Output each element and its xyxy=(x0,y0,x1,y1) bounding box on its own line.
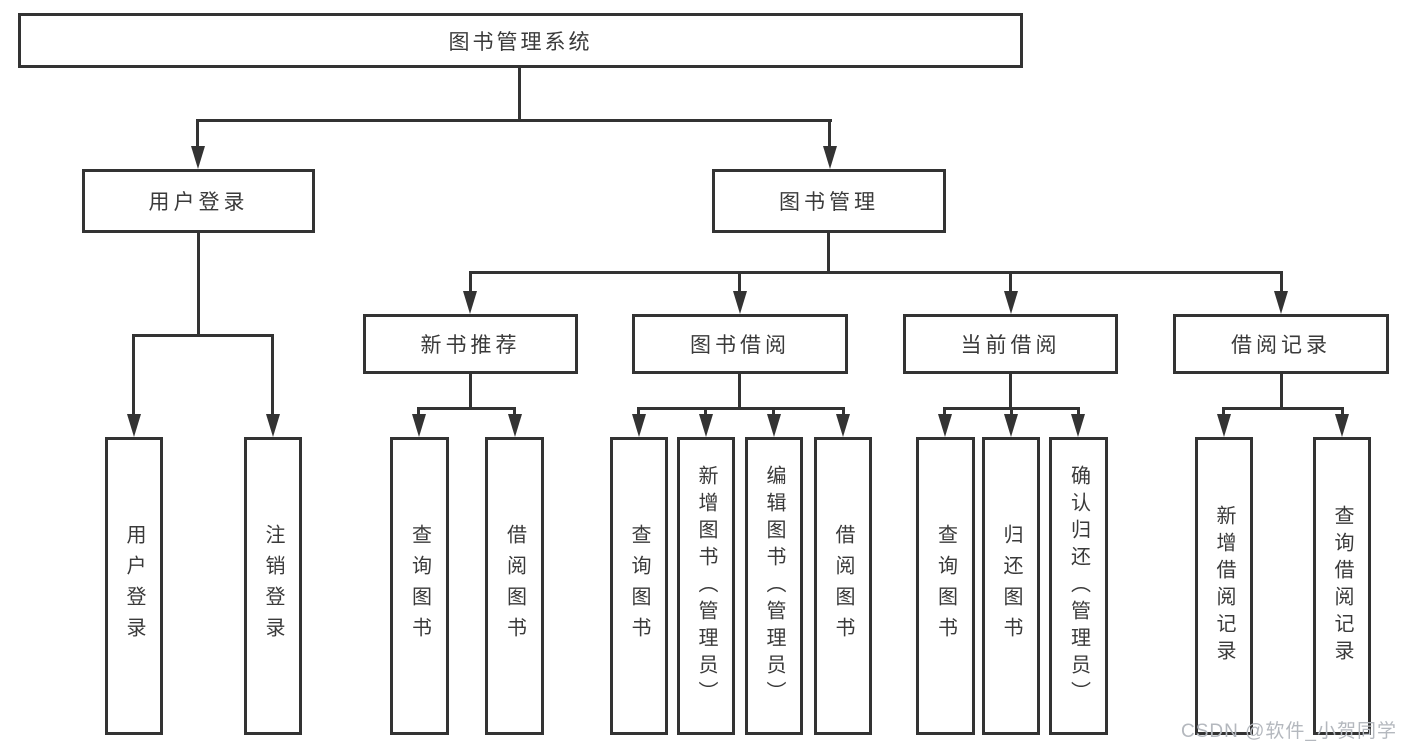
connector-to-leaf-user-login xyxy=(132,334,135,417)
connector-root-stem xyxy=(518,67,521,120)
arrow-down-icon xyxy=(191,146,205,169)
leaf-borrowing-borrow-books: 借阅图书 xyxy=(814,437,872,735)
node-borrow-records: 借阅记录 xyxy=(1173,314,1389,374)
node-label: 查询图书 xyxy=(628,524,650,648)
leaf-borrowing-add-books-admin: 新增图书（管理员） xyxy=(677,437,735,735)
leaf-borrowing-edit-books-admin: 编辑图书（管理员） xyxy=(745,437,803,735)
node-label: 新增借阅记录 xyxy=(1213,505,1235,667)
connector-user-login-split xyxy=(132,334,274,337)
leaf-logout: 注销登录 xyxy=(244,437,302,735)
connector-root-split xyxy=(196,119,832,122)
node-label: 查询借阅记录 xyxy=(1331,505,1353,667)
node-label: 确认归还（管理员） xyxy=(1067,464,1090,708)
arrow-down-icon xyxy=(1274,291,1288,314)
node-label: 注销登录 xyxy=(262,524,284,648)
leaf-current-return-books: 归还图书 xyxy=(982,437,1040,735)
arrow-down-icon xyxy=(823,146,837,169)
arrow-down-icon xyxy=(699,414,713,437)
arrow-down-icon xyxy=(1004,291,1018,314)
connector-to-user-login xyxy=(196,119,199,149)
node-label: 借阅记录 xyxy=(1231,334,1331,357)
arrow-down-icon xyxy=(938,414,952,437)
node-label: 新书推荐 xyxy=(420,334,521,357)
arrow-down-icon xyxy=(767,414,781,437)
arrow-down-icon xyxy=(127,414,141,437)
connector-to-leaf xyxy=(1010,407,1013,417)
connector-borrowing-stem xyxy=(738,374,741,407)
arrow-down-icon xyxy=(508,414,522,437)
connector-to-leaf xyxy=(943,407,946,417)
connector-to-leaf xyxy=(637,407,640,417)
leaf-user-login: 用户登录 xyxy=(105,437,163,735)
leaf-records-query-record: 查询借阅记录 xyxy=(1313,437,1371,735)
node-label: 归还图书 xyxy=(1000,524,1022,648)
leaf-current-query-books: 查询图书 xyxy=(916,437,975,735)
node-user-login: 用户登录 xyxy=(82,169,315,233)
connector-to-leaf xyxy=(513,407,516,417)
csdn-watermark: CSDN @软件_小贺同学 xyxy=(1181,721,1397,742)
connector-to-current-borrowing xyxy=(1009,271,1012,293)
arrow-down-icon xyxy=(733,291,747,314)
node-book-management: 图书管理 xyxy=(712,169,946,233)
connector-to-leaf xyxy=(842,407,845,417)
node-label: 查询图书 xyxy=(408,524,431,648)
connector-newbooks-stem xyxy=(469,374,472,407)
leaf-newbooks-borrow-books: 借阅图书 xyxy=(485,437,544,735)
connector-to-borrow-records xyxy=(1280,271,1283,293)
connector-to-leaf xyxy=(1222,407,1225,417)
node-label: 当前借阅 xyxy=(960,334,1061,357)
node-label: 查询图书 xyxy=(934,524,957,648)
arrow-down-icon xyxy=(1071,414,1085,437)
arrow-down-icon xyxy=(266,414,280,437)
node-new-book-recommend: 新书推荐 xyxy=(363,314,578,374)
node-label: 借阅图书 xyxy=(503,524,526,648)
arrow-down-icon xyxy=(463,291,477,314)
connector-to-leaf-logout xyxy=(271,334,274,417)
node-label: 图书借阅 xyxy=(690,334,790,357)
connector-to-leaf xyxy=(704,407,707,417)
arrow-down-icon xyxy=(836,414,850,437)
arrow-down-icon xyxy=(412,414,426,437)
connector-to-leaf xyxy=(1341,407,1344,417)
connector-borrowing-split xyxy=(637,407,845,410)
node-label: 借阅图书 xyxy=(832,524,854,648)
arrow-down-icon xyxy=(1217,414,1231,437)
node-label: 用户登录 xyxy=(148,191,249,214)
arrow-down-icon xyxy=(1335,414,1349,437)
connector-current-stem xyxy=(1009,374,1012,407)
connector-to-book-management xyxy=(828,119,831,149)
node-label: 图书管理 xyxy=(779,191,879,214)
leaf-current-confirm-return-admin: 确认归还（管理员） xyxy=(1049,437,1108,735)
node-label: 编辑图书（管理员） xyxy=(763,464,785,708)
connector-records-stem xyxy=(1280,374,1283,407)
connector-to-leaf xyxy=(772,407,775,417)
node-library-management-system: 图书管理系统 xyxy=(18,13,1023,68)
connector-to-leaf xyxy=(1077,407,1080,417)
connector-book-mgmt-split xyxy=(469,271,1283,274)
leaf-records-add-record: 新增借阅记录 xyxy=(1195,437,1253,735)
connector-user-login-stem xyxy=(197,233,200,334)
connector-to-leaf xyxy=(417,407,420,417)
node-label: 图书管理系统 xyxy=(448,30,593,54)
leaf-newbooks-query-books: 查询图书 xyxy=(390,437,449,735)
connector-to-new-book-recommend xyxy=(469,271,472,293)
connector-book-mgmt-stem xyxy=(827,233,830,271)
node-current-borrowing: 当前借阅 xyxy=(903,314,1118,374)
connector-to-book-borrowing xyxy=(738,271,741,293)
connector-newbooks-split xyxy=(417,407,516,410)
connector-records-split xyxy=(1222,407,1344,410)
leaf-borrowing-query-books: 查询图书 xyxy=(610,437,668,735)
node-label: 新增图书（管理员） xyxy=(695,464,717,708)
arrow-down-icon xyxy=(1004,414,1018,437)
arrow-down-icon xyxy=(632,414,646,437)
node-label: 用户登录 xyxy=(123,524,145,648)
node-book-borrowing: 图书借阅 xyxy=(632,314,848,374)
